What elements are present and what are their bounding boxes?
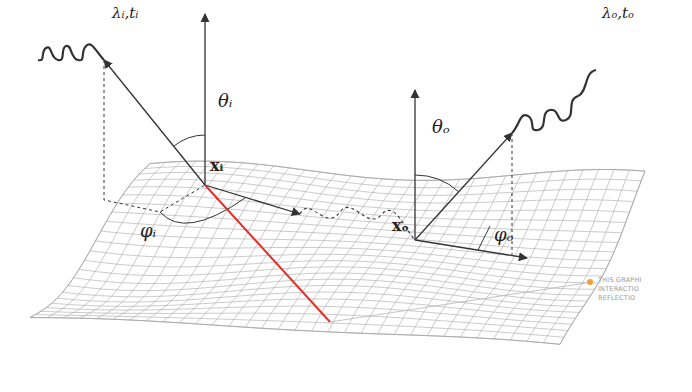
mesh-line	[41, 311, 568, 330]
angle-label: φₒ	[494, 226, 514, 244]
mesh-line	[295, 180, 398, 330]
mesh-line	[106, 221, 614, 251]
point-label: xₒ	[392, 218, 409, 234]
mesh-line	[411, 176, 506, 335]
wavelength-label: λₒ,tₒ	[602, 6, 634, 21]
caption-fragment: INTERACTIO	[598, 286, 639, 294]
subsurface-path	[300, 207, 415, 240]
mesh-line	[378, 178, 475, 333]
mesh-line	[128, 187, 629, 212]
mesh-line	[30, 164, 150, 318]
point-label: xᵢ	[210, 158, 223, 174]
angle-label: θᵢ	[218, 92, 232, 110]
caption-fragment: THIS GRAPHI	[598, 277, 642, 285]
angle-arc	[174, 135, 205, 146]
mesh-line	[68, 279, 587, 301]
projection-line	[104, 60, 205, 212]
normal-arrow	[414, 90, 415, 240]
mesh-line	[112, 212, 618, 242]
surface-mesh	[30, 161, 645, 344]
mesh-line	[30, 318, 560, 345]
angle-arc	[160, 198, 245, 223]
mesh-line	[543, 170, 629, 343]
normal-arrow	[204, 14, 205, 185]
mesh-line	[510, 169, 598, 340]
mesh-line	[35, 315, 563, 338]
angle-arc	[478, 226, 490, 250]
mesh-line	[150, 161, 645, 180]
mesh-line	[63, 285, 583, 306]
exit-ray	[415, 133, 512, 240]
exit-wave	[512, 70, 596, 133]
mesh-line	[123, 195, 626, 223]
mesh-line	[146, 164, 258, 321]
red-line	[205, 185, 330, 322]
mesh-line	[312, 180, 413, 331]
mesh-line	[52, 299, 576, 318]
mesh-line	[139, 172, 637, 195]
mesh-line	[46, 306, 571, 324]
mesh-line	[134, 179, 634, 203]
mesh-line	[90, 251, 603, 276]
callout-dot	[587, 279, 593, 285]
mesh-line	[477, 171, 567, 338]
caption-fragment: REFLECTIO	[598, 295, 635, 303]
mesh-line	[101, 231, 610, 260]
angle-arc	[415, 175, 459, 192]
mesh-line	[527, 170, 614, 342]
incident-wave	[38, 44, 104, 60]
wavelength-label: λᵢ,tᵢ	[112, 6, 138, 21]
angle-label: φᵢ	[140, 222, 156, 240]
mesh-line	[129, 163, 242, 320]
mesh-outline	[30, 161, 645, 344]
angle-label: θₒ	[432, 118, 450, 136]
mesh-line	[79, 267, 595, 289]
mesh-line	[96, 161, 212, 319]
incident-ray	[104, 60, 205, 185]
leader-line	[330, 283, 586, 322]
mesh-line	[47, 162, 166, 317]
